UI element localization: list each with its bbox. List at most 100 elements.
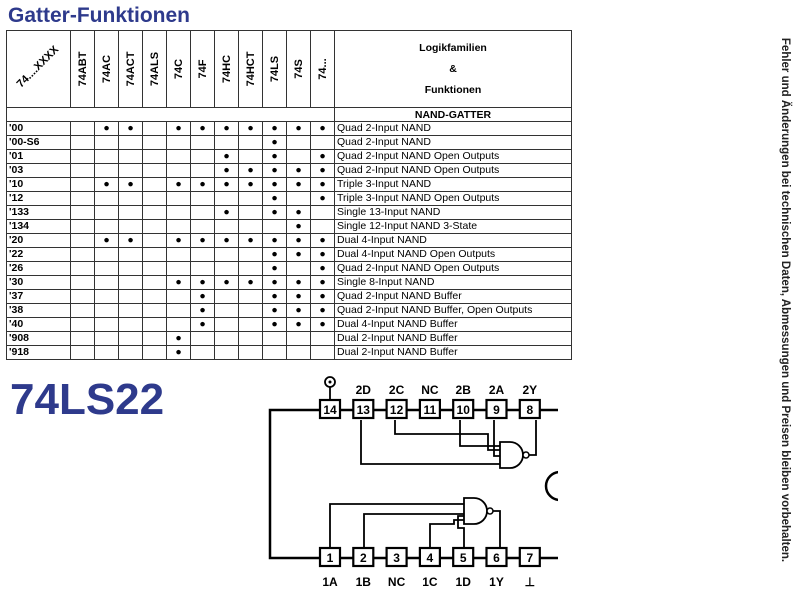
pin-box — [385, 546, 408, 568]
family-mark — [118, 149, 143, 164]
family-mark: ● — [286, 289, 311, 304]
family-mark — [310, 345, 335, 360]
function-header: Logikfamilien & Funktionen — [334, 30, 572, 108]
family-mark — [238, 261, 263, 276]
nand-gate-2-icon — [499, 441, 524, 469]
family-mark — [70, 163, 95, 178]
family-mark — [70, 205, 95, 220]
nand-gate-1-icon — [463, 497, 488, 525]
function-description: Quad 2-Input NAND Open Outputs — [334, 149, 572, 164]
family-mark — [94, 345, 119, 360]
part-number: '908 — [6, 331, 71, 346]
family-header: 74F — [190, 30, 215, 108]
pin-number: 2 — [360, 551, 367, 565]
family-mark: ● — [238, 275, 263, 290]
family-mark: ● — [214, 275, 239, 290]
corner-label: 74....XXXX — [14, 43, 62, 91]
part-number: '12 — [6, 191, 71, 206]
family-mark — [214, 191, 239, 206]
family-mark — [118, 289, 143, 304]
family-mark — [310, 135, 335, 150]
family-mark — [142, 331, 167, 346]
family-mark: ● — [190, 303, 215, 318]
pin: 2 1B — [352, 546, 375, 589]
family-mark: ● — [214, 205, 239, 220]
function-description: Single 12-Input NAND 3-State — [334, 219, 572, 234]
family-mark — [118, 163, 143, 178]
family-mark: ● — [166, 177, 191, 192]
family-mark: ● — [190, 275, 215, 290]
family-mark: ● — [286, 317, 311, 332]
part-number: '134 — [6, 219, 71, 234]
family-mark — [94, 149, 119, 164]
family-mark — [70, 219, 95, 234]
family-mark — [214, 317, 239, 332]
table-row: '03●●●●●Quad 2-Input NAND Open Outputs — [6, 163, 572, 178]
family-mark: ● — [94, 177, 119, 192]
family-mark — [214, 303, 239, 318]
logic-family-table: 74....XXXX 74ABT 74AC 74ACT 74ALS 74C 74… — [6, 30, 572, 360]
family-mark — [166, 163, 191, 178]
family-label: 74ALS — [148, 51, 161, 87]
family-mark: ● — [262, 289, 287, 304]
family-mark — [70, 317, 95, 332]
pin-label: 1D — [456, 575, 472, 589]
family-mark — [286, 135, 311, 150]
family-mark — [142, 135, 167, 150]
family-mark — [262, 219, 287, 234]
family-mark: ● — [262, 261, 287, 276]
family-mark — [262, 345, 287, 360]
function-description: Triple 3-Input NAND — [334, 177, 572, 192]
family-mark: ● — [262, 191, 287, 206]
pin: 4 1C — [418, 546, 441, 589]
pin-number: 13 — [357, 403, 371, 417]
family-mark: ● — [238, 163, 263, 178]
family-mark — [94, 135, 119, 150]
family-mark: ● — [310, 289, 335, 304]
family-mark: ● — [286, 303, 311, 318]
family-mark — [286, 345, 311, 360]
section-row: NAND-GATTER — [6, 107, 572, 122]
function-description: Dual 2-Input NAND Buffer — [334, 345, 572, 360]
family-label: 74AC — [100, 54, 113, 84]
function-description: Triple 3-Input NAND Open Outputs — [334, 191, 572, 206]
pin-label: 2B — [456, 383, 472, 397]
part-number: '40 — [6, 317, 71, 332]
pin-number: 12 — [390, 403, 404, 417]
family-mark: ● — [190, 121, 215, 136]
pin: 92A — [485, 383, 508, 420]
family-mark — [142, 149, 167, 164]
family-mark — [70, 331, 95, 346]
family-mark — [94, 275, 119, 290]
corner-header: 74....XXXX — [6, 30, 71, 108]
family-mark: ● — [262, 163, 287, 178]
family-mark: ● — [310, 149, 335, 164]
family-mark — [70, 303, 95, 318]
family-mark: ● — [166, 331, 191, 346]
chip-body — [268, 408, 558, 560]
family-mark — [142, 345, 167, 360]
table-row: '26●●Quad 2-Input NAND Open Outputs — [6, 261, 572, 276]
family-mark: ● — [262, 149, 287, 164]
table-row: '20●●●●●●●●●Dual 4-Input NAND — [6, 233, 572, 248]
family-mark — [310, 219, 335, 234]
family-mark — [166, 289, 191, 304]
family-mark — [118, 205, 143, 220]
family-mark: ● — [262, 135, 287, 150]
pin-number: 4 — [427, 551, 434, 565]
pin-box — [418, 546, 441, 568]
family-mark: ● — [286, 177, 311, 192]
family-label: 74... — [316, 58, 329, 80]
pin-label: 1B — [356, 575, 372, 589]
pin-label: 1A — [322, 575, 338, 589]
family-mark: ● — [262, 247, 287, 262]
pin-label: 1C — [422, 575, 438, 589]
family-mark — [142, 247, 167, 262]
family-header: 74ACT — [118, 30, 143, 108]
table-row: '133●●●Single 13-Input NAND — [6, 205, 572, 220]
family-label: 74F — [196, 59, 209, 79]
pin-number: 9 — [493, 403, 500, 417]
pin-label: NC — [388, 575, 406, 589]
